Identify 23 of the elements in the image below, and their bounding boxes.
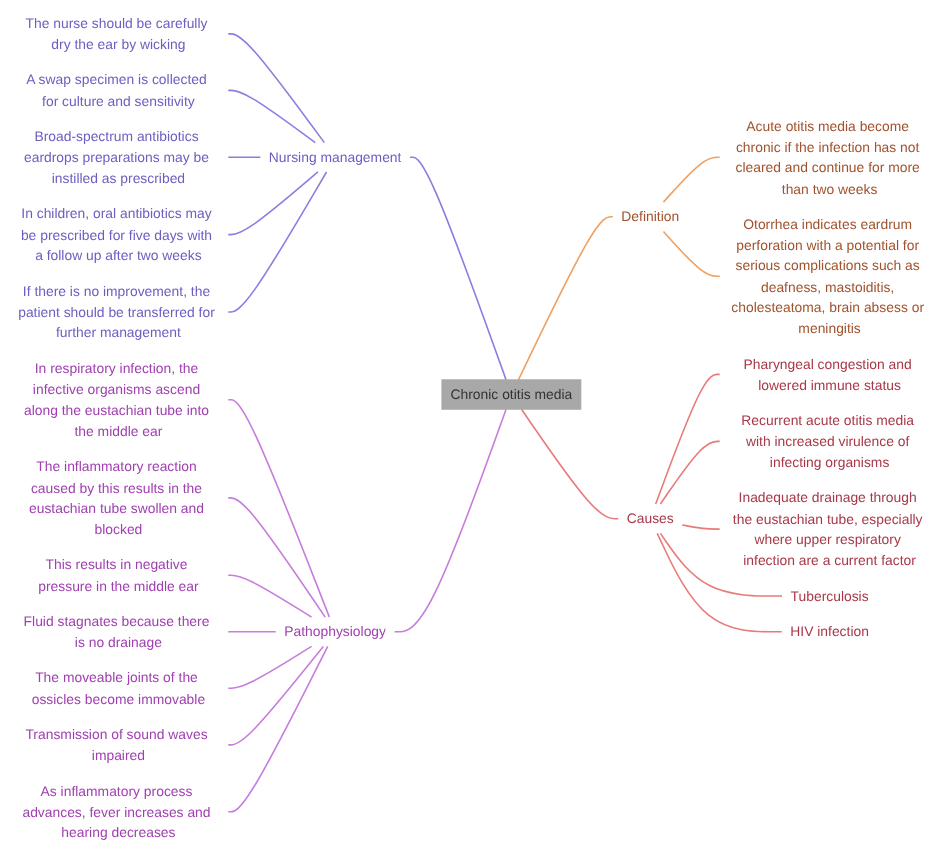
connector bbox=[227, 398, 331, 618]
connector bbox=[520, 408, 619, 520]
connector bbox=[227, 171, 319, 236]
connector bbox=[654, 373, 721, 505]
connector bbox=[659, 440, 721, 505]
connector bbox=[227, 171, 328, 313]
connector bbox=[227, 497, 326, 618]
connector bbox=[409, 156, 507, 381]
connector bbox=[227, 574, 313, 618]
connector bbox=[662, 156, 721, 203]
connector bbox=[227, 645, 325, 746]
connector bbox=[662, 230, 721, 278]
connector bbox=[393, 408, 507, 633]
connector bbox=[517, 216, 614, 381]
connector bbox=[681, 524, 721, 530]
connector bbox=[227, 645, 313, 690]
connector bbox=[659, 532, 783, 597]
connector bbox=[656, 532, 783, 633]
connector bbox=[227, 33, 326, 144]
connector bbox=[227, 89, 317, 144]
connector bbox=[227, 156, 262, 159]
connector bbox=[227, 645, 329, 813]
connector bbox=[227, 630, 277, 633]
